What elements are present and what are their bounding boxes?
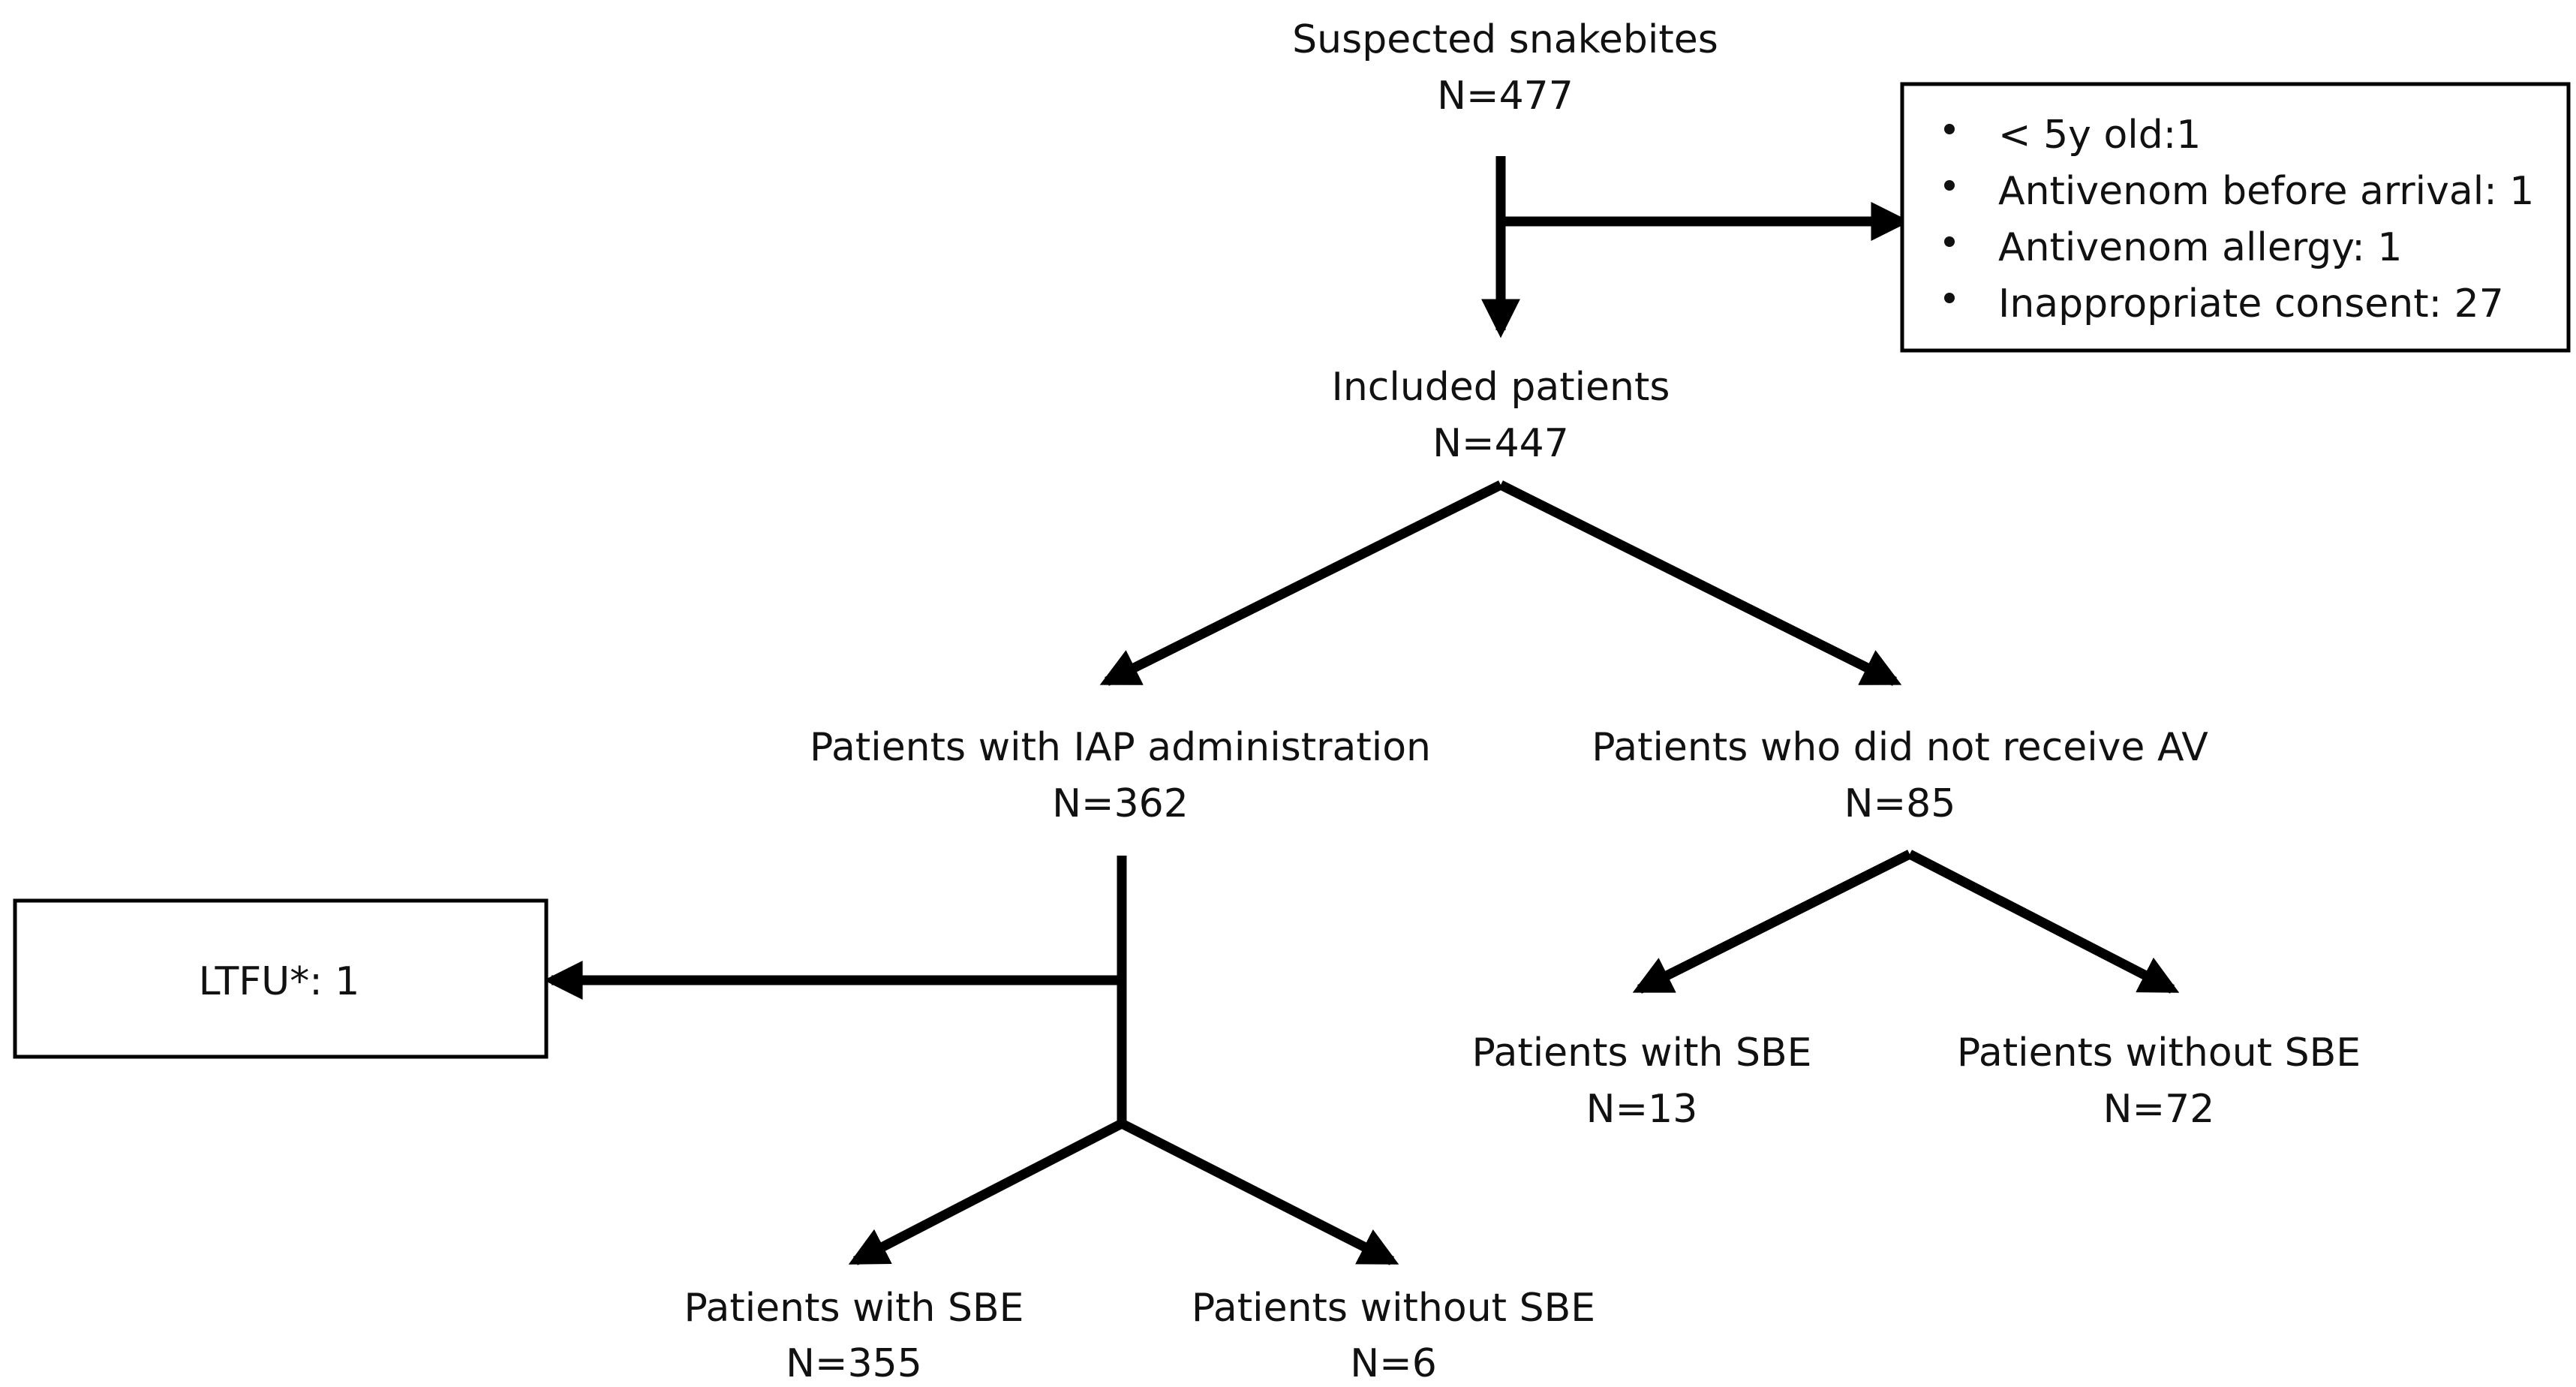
arrow-iap-to-no-sbe	[1120, 1119, 1399, 1265]
ltfu-box	[13, 898, 549, 1059]
arrow-included-to-noav	[1498, 480, 1902, 686]
iap-no-sbe-title: Patients without SBE	[1192, 1286, 1595, 1331]
arrow-noav-to-no-sbe	[1907, 850, 2180, 994]
exclusion-list: < 5y old:1 Antivenom before arrival: 1 A…	[1944, 113, 2534, 326]
iap-no-sbe-n: N=6	[1350, 1341, 1437, 1386]
included-title: Included patients	[1332, 365, 1670, 410]
iap-sbe-n: N=355	[786, 1341, 922, 1386]
node-no-av: Patients who did not receive AV N=85	[1592, 725, 2208, 826]
node-iap: Patients with IAP administration N=362	[810, 725, 1431, 826]
noav-no-sbe-n: N=72	[2103, 1087, 2215, 1132]
exclusion-item: Inappropriate consent: 27	[1998, 281, 2504, 326]
node-included: Included patients N=447	[1332, 365, 1670, 466]
ltfu-label: LTFU*: 1	[199, 959, 360, 1004]
iap-n: N=362	[1052, 781, 1189, 826]
node-suspected: Suspected snakebites N=477	[1292, 17, 1718, 119]
noav-no-sbe-title: Patients without SBE	[1957, 1030, 2361, 1076]
iap-sbe-title: Patients with SBE	[684, 1286, 1023, 1331]
exclusion-item: Antivenom allergy: 1	[1998, 225, 2402, 270]
bullet	[1944, 293, 1955, 303]
bullet	[1944, 124, 1955, 134]
noav-title: Patients who did not receive AV	[1592, 725, 2208, 770]
exclusion-item: < 5y old:1	[1998, 113, 2201, 158]
node-noav-no-sbe: Patients without SBE N=72	[1957, 1030, 2361, 1132]
iap-title: Patients with IAP administration	[810, 725, 1431, 770]
suspected-title: Suspected snakebites	[1292, 17, 1718, 62]
node-iap-no-sbe: Patients without SBE N=6	[1192, 1286, 1595, 1386]
noav-sbe-n: N=13	[1586, 1087, 1698, 1132]
arrow-noav-to-sbe	[1632, 850, 1912, 994]
exclusion-box	[1900, 82, 2571, 353]
node-noav-sbe: Patients with SBE N=13	[1471, 1030, 1811, 1132]
bullet	[1944, 236, 1955, 247]
bullet	[1944, 180, 1955, 191]
arrow-included-to-iap	[1099, 480, 1503, 686]
noav-sbe-title: Patients with SBE	[1471, 1030, 1811, 1076]
arrow-iap-to-sbe	[848, 1119, 1124, 1265]
noav-n: N=85	[1844, 781, 1956, 826]
node-iap-sbe: Patients with SBE N=355	[684, 1286, 1023, 1386]
suspected-n: N=477	[1437, 74, 1574, 119]
exclusion-item: Antivenom before arrival: 1	[1998, 169, 2534, 214]
included-n: N=447	[1432, 421, 1569, 466]
